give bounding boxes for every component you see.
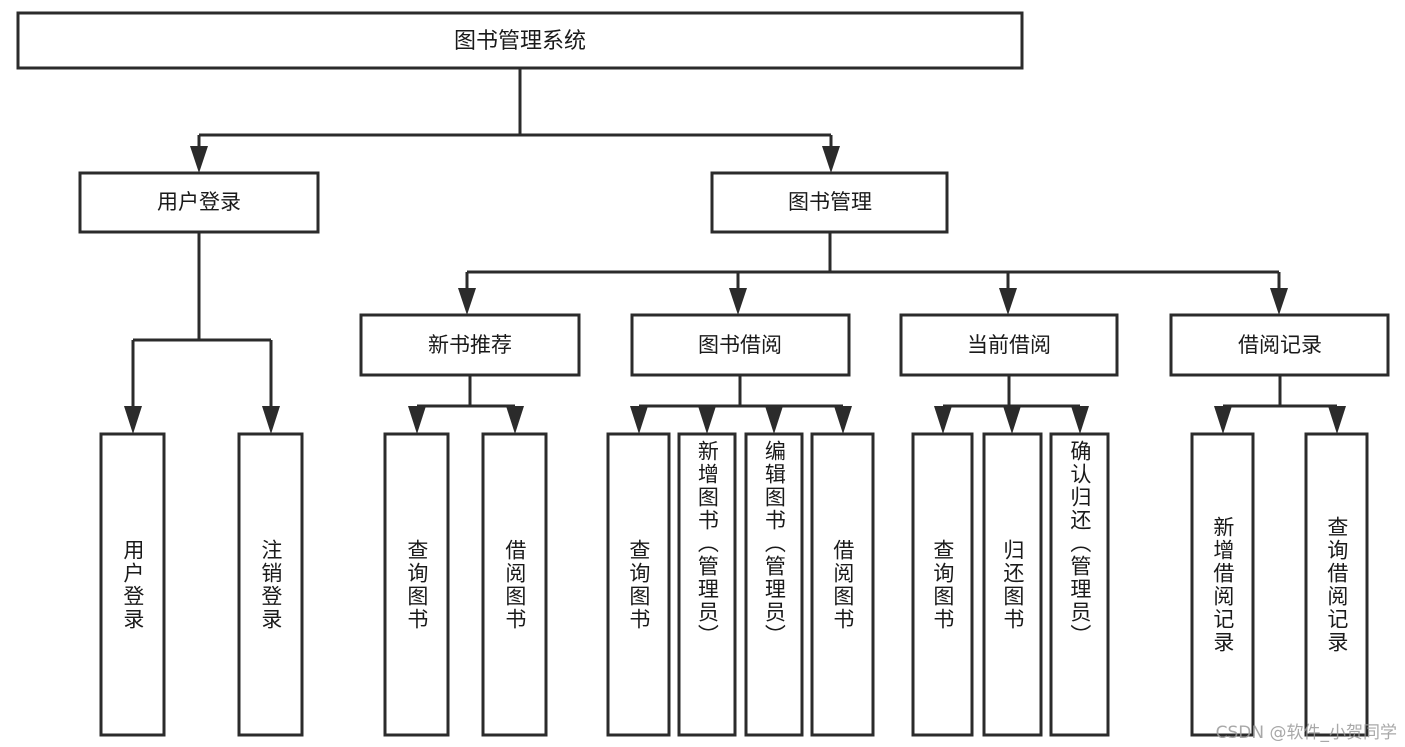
- arrow-head-book-management: [822, 146, 840, 173]
- connector-layer: [124, 68, 1346, 434]
- node-book-borrow-box[interactable]: [630, 313, 851, 377]
- node-new-book-recommend[interactable]: 新书推荐: [359, 313, 581, 377]
- node-leaf-return-book-box[interactable]: [982, 432, 1043, 737]
- node-book-management-label: 图书管理: [788, 190, 872, 214]
- arrow-head-leaf-return-book: [1003, 406, 1021, 434]
- node-borrow-record-box[interactable]: [1169, 313, 1390, 377]
- node-book-borrow-label: 图书借阅: [698, 333, 782, 357]
- node-borrow-record[interactable]: 借阅记录: [1169, 313, 1390, 377]
- node-leaf-borrow-book-recommend-box[interactable]: [481, 432, 548, 737]
- leaf-box-layer: [99, 432, 1369, 737]
- node-leaf-add-borrow-record-box[interactable]: [1190, 432, 1255, 737]
- arrow-head-borrow-record: [1270, 288, 1288, 315]
- node-leaf-borrow-book-box[interactable]: [810, 432, 875, 737]
- node-leaf-user-login-box[interactable]: [99, 432, 166, 737]
- node-user-login-label: 用户登录: [157, 190, 241, 214]
- arrow-head-leaf-edit-book: [765, 406, 783, 434]
- node-root-label: 图书管理系统: [454, 29, 586, 54]
- arrow-head-leaf-user-login: [124, 406, 142, 434]
- node-current-borrow-box[interactable]: [899, 313, 1119, 377]
- arrow-head-leaf-query-book-borrow: [630, 406, 648, 434]
- node-leaf-query-book-borrow-box[interactable]: [606, 432, 671, 737]
- arrow-head-leaf-query-book-current: [934, 406, 952, 434]
- arrow-head-leaf-query-book-recommend: [408, 406, 426, 434]
- node-new-book-recommend-box[interactable]: [359, 313, 581, 377]
- arrow-head-leaf-logout: [262, 406, 280, 434]
- node-user-login-box[interactable]: [78, 171, 320, 234]
- arrow-head-leaf-query-borrow-record: [1328, 406, 1346, 434]
- node-new-book-recommend-label: 新书推荐: [428, 333, 512, 357]
- csdn-watermark: CSDN @软件_小贺同学: [1215, 723, 1397, 743]
- node-current-borrow-label: 当前借阅: [967, 333, 1051, 357]
- node-leaf-logout-box[interactable]: [237, 432, 304, 737]
- arrow-head-leaf-borrow-book-recommend: [506, 406, 524, 434]
- node-borrow-record-label: 借阅记录: [1238, 333, 1322, 357]
- node-root-box[interactable]: [16, 11, 1024, 70]
- arrow-head-leaf-add-book: [698, 406, 716, 434]
- arrow-head-leaf-confirm-return: [1071, 406, 1089, 434]
- node-book-management[interactable]: 图书管理: [710, 171, 949, 234]
- node-root[interactable]: 图书管理系统: [16, 11, 1024, 70]
- node-book-borrow[interactable]: 图书借阅: [630, 313, 851, 377]
- node-book-management-box[interactable]: [710, 171, 949, 234]
- node-leaf-query-book-recommend-box[interactable]: [383, 432, 450, 737]
- node-leaf-query-book-current-box[interactable]: [911, 432, 974, 737]
- node-leaf-edit-book-box[interactable]: [744, 432, 804, 737]
- arrow-head-leaf-borrow-book: [834, 406, 852, 434]
- node-leaf-confirm-return-box[interactable]: [1049, 432, 1110, 737]
- arrow-head-new-book-recommend: [458, 288, 476, 315]
- arrow-head-user-login: [190, 146, 208, 173]
- node-current-borrow[interactable]: 当前借阅: [899, 313, 1119, 377]
- node-leaf-query-borrow-record-box[interactable]: [1304, 432, 1369, 737]
- arrow-head-leaf-add-borrow-record: [1214, 406, 1232, 434]
- node-leaf-add-book-box[interactable]: [677, 432, 737, 737]
- node-user-login[interactable]: 用户登录: [78, 171, 320, 234]
- arrow-head-current-borrow: [999, 288, 1017, 315]
- arrow-head-book-borrow: [729, 288, 747, 315]
